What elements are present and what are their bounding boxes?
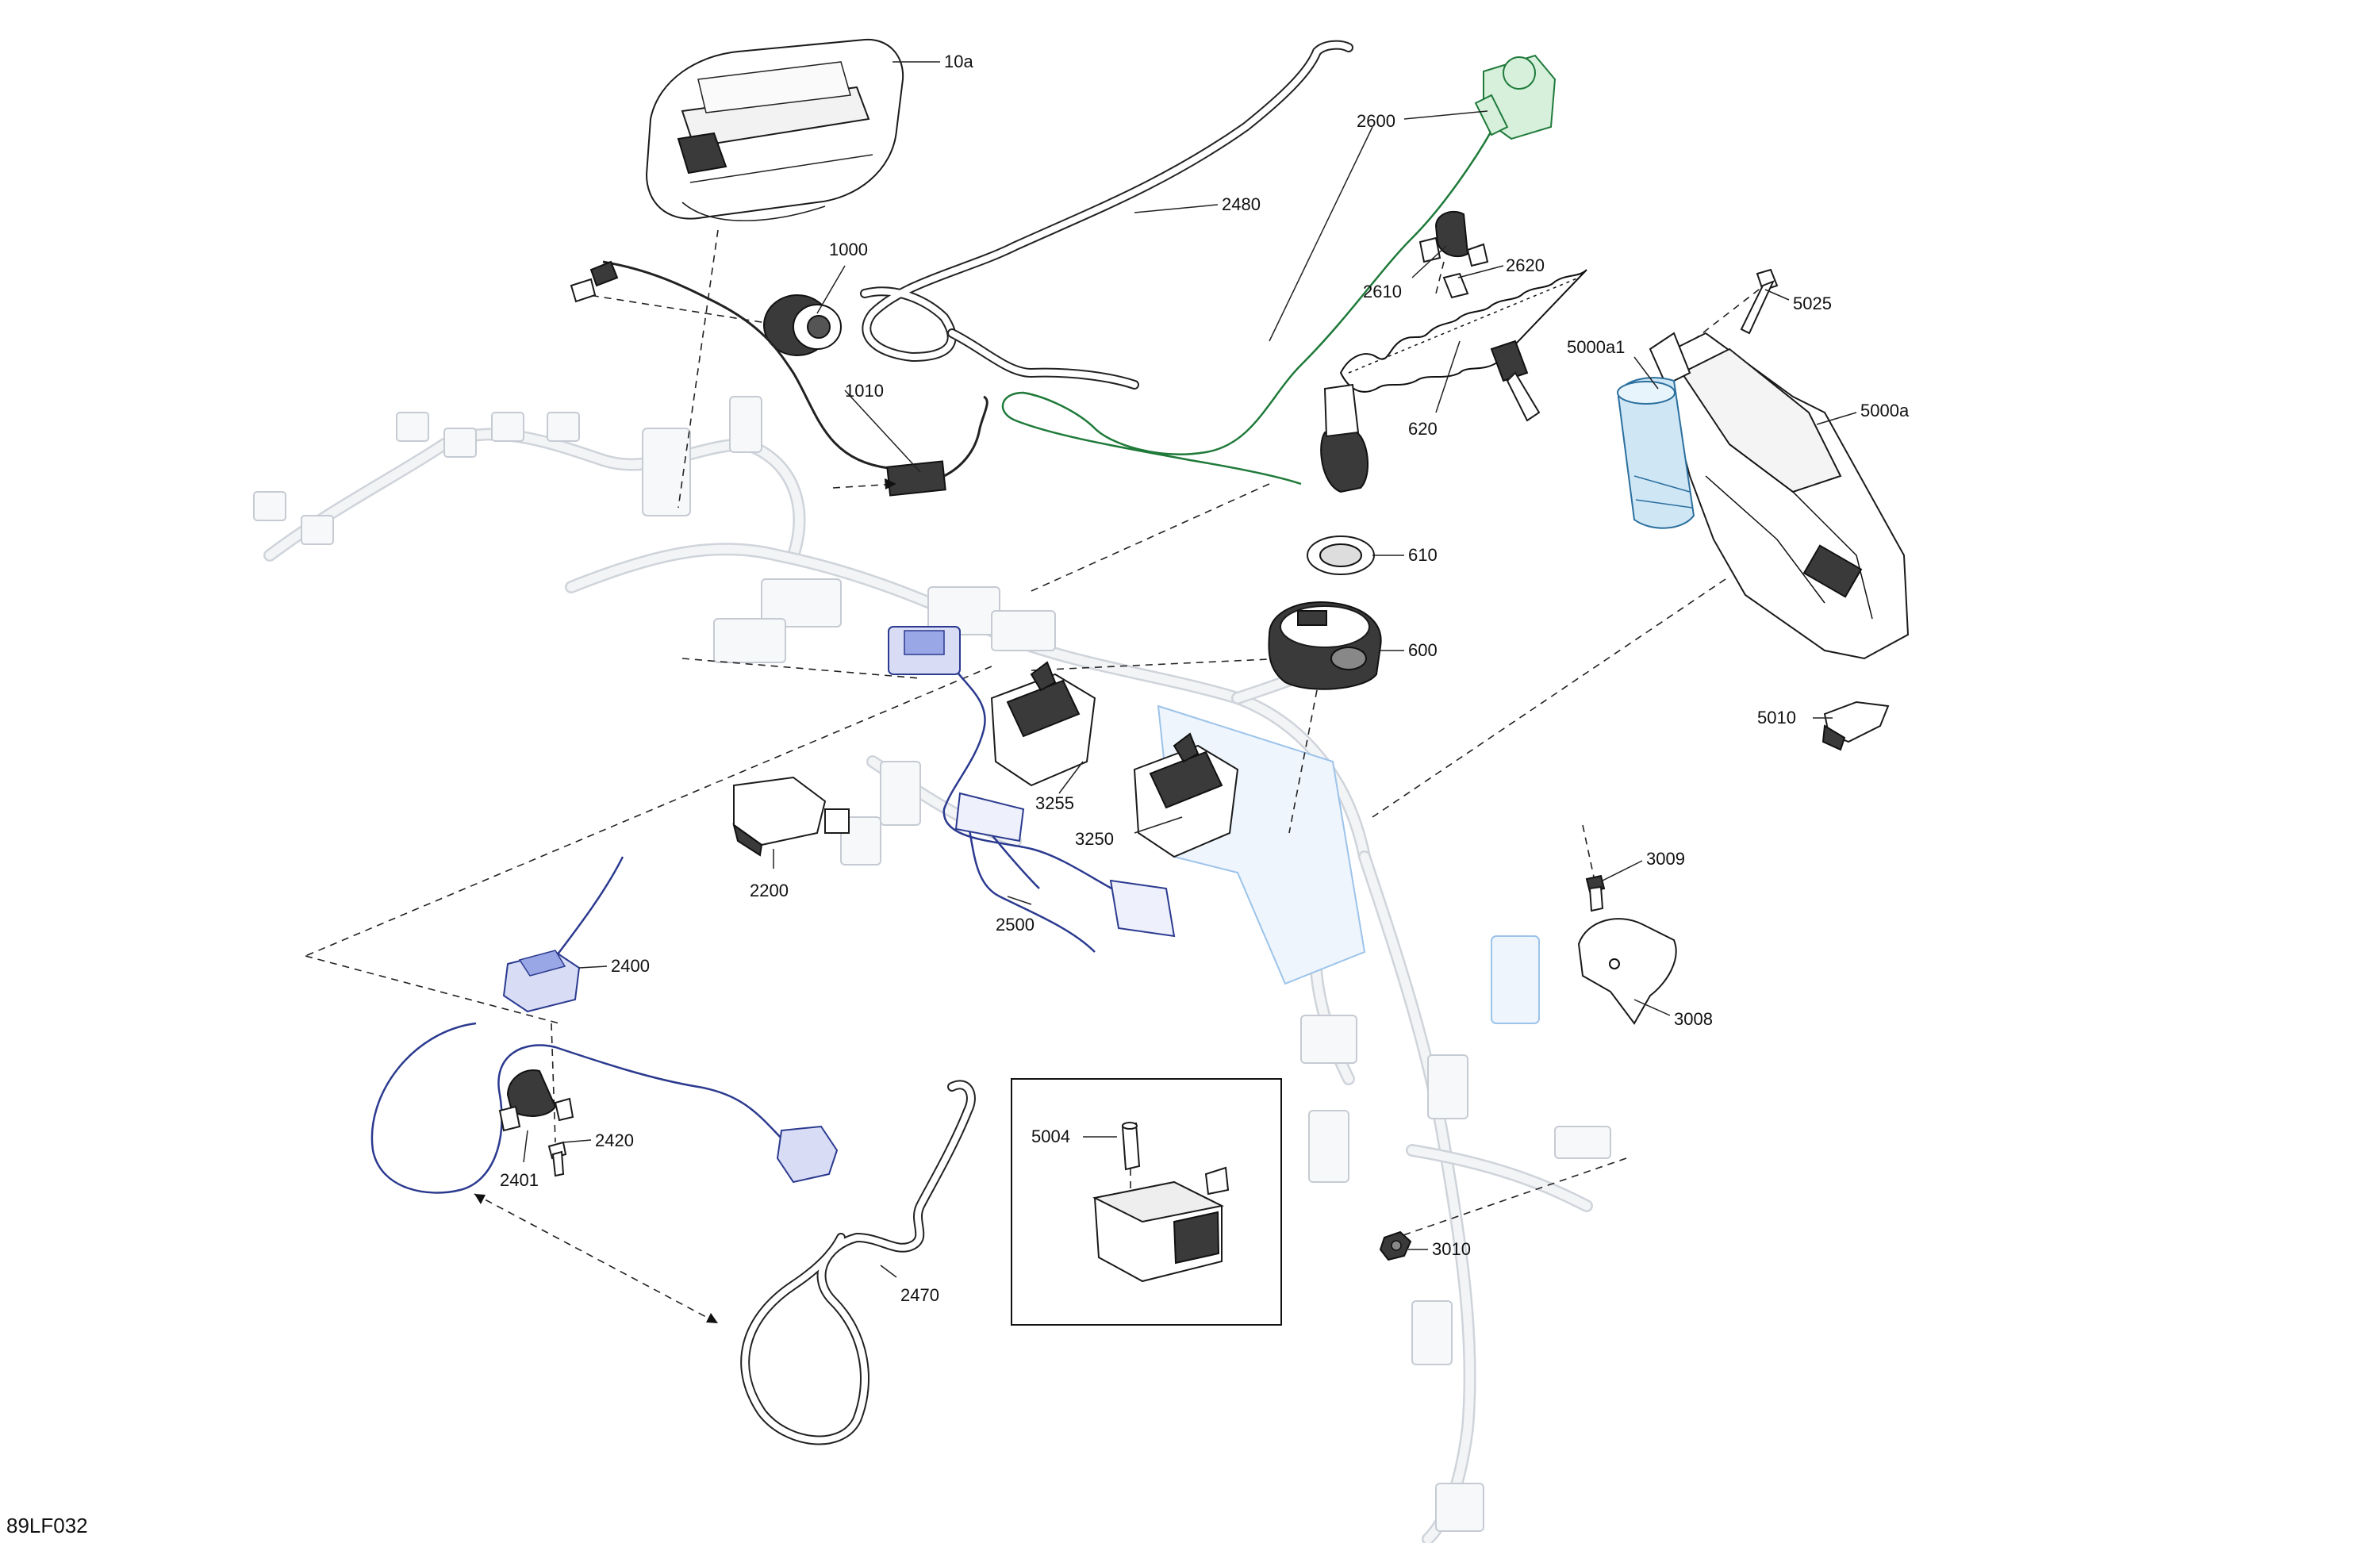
callout-3255: 3255: [1035, 793, 1074, 813]
callout-2470: 2470: [900, 1285, 939, 1305]
part-2200-sensor: [732, 776, 850, 857]
callout-5000a: 5000a: [1860, 401, 1910, 420]
part-2420-screw: [547, 1141, 567, 1177]
part-5000a1-cyan-cover: [1617, 377, 1695, 529]
callout-2200: 2200: [750, 881, 789, 900]
part-2480-cable: [860, 40, 1353, 390]
part-10a-display-cluster: [645, 38, 904, 221]
ghost-wiring-harness: [253, 396, 1611, 1543]
callout-3250: 3250: [1075, 829, 1114, 849]
callout-1000: 1000: [829, 240, 868, 259]
part-600-ignition-switch: [1268, 601, 1382, 690]
part-2401-clamp: [498, 1069, 574, 1132]
part-5010-clip: [1821, 700, 1890, 751]
inset-5004-detail: [1011, 1078, 1282, 1326]
arrowheads: [474, 478, 896, 1323]
part-2600-green-switch: [1001, 54, 1557, 486]
callout-10a: 10a: [944, 52, 973, 71]
part-3009-bolt: [1585, 874, 1606, 912]
callout-610: 610: [1408, 545, 1438, 565]
callout-2620: 2620: [1506, 255, 1545, 275]
callout-2610: 2610: [1363, 282, 1402, 301]
part-3250-rocker-switch: [1133, 732, 1239, 858]
part-3010-nut: [1379, 1230, 1412, 1261]
callout-620: 620: [1408, 419, 1438, 439]
leader-lines: [523, 61, 1857, 1278]
part-5025-bolt: [1740, 268, 1779, 335]
callout-600: 600: [1408, 640, 1438, 660]
part-2400-blue-switch: [370, 856, 839, 1194]
part-2620-pin: [1442, 272, 1469, 299]
part-3008-bracket: [1577, 918, 1677, 1025]
callout-5010: 5010: [1757, 708, 1796, 727]
callout-labels: 10a 1000 1010 2480 2600 2610 2620 620 61…: [500, 52, 1910, 1305]
figure-id: 89LF032: [6, 1514, 88, 1537]
callout-5000a1: 5000a1: [1567, 337, 1625, 357]
part-620-coiled-lanyard: [1320, 269, 1587, 493]
callout-2500: 2500: [996, 915, 1035, 935]
part-2500-blue-harness: [888, 626, 1176, 953]
callout-5025: 5025: [1793, 294, 1832, 313]
callout-3010: 3010: [1432, 1239, 1471, 1259]
part-2610-clip: [1418, 210, 1489, 267]
part-2470-cable-loop: [740, 1080, 976, 1445]
callout-2480: 2480: [1222, 194, 1261, 214]
callout-2400: 2400: [611, 956, 650, 976]
part-5000a-control-module: [1649, 332, 1910, 660]
callout-3008: 3008: [1674, 1009, 1713, 1029]
part-3255-rocker-switch: [990, 661, 1096, 787]
part-1000-power-socket: [763, 294, 842, 356]
part-1010-socket-harness: [570, 260, 988, 497]
callout-1010: 1010: [845, 381, 884, 401]
callout-2420: 2420: [595, 1130, 634, 1150]
part-610-ring: [1307, 535, 1375, 575]
callout-2600: 2600: [1357, 111, 1395, 131]
callout-2401: 2401: [500, 1170, 539, 1190]
callout-3009: 3009: [1646, 849, 1685, 869]
callout-5004: 5004: [1031, 1127, 1070, 1146]
